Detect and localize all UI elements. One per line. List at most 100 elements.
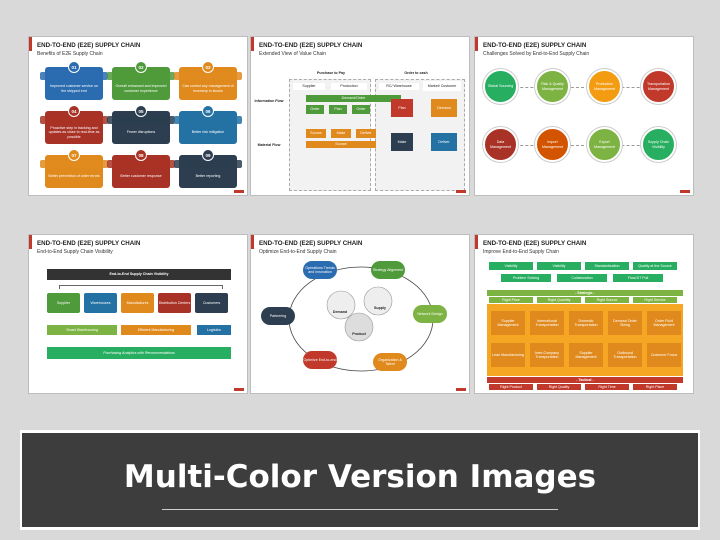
slide-title: END-TO-END (E2E) SUPPLY CHAIN <box>37 240 141 247</box>
footer-accent <box>456 388 466 391</box>
visibility-node: Warehouses <box>84 293 117 313</box>
challenge-circle: Transportation Management <box>641 69 676 104</box>
grid-cell: Domestic Transportation <box>569 311 603 335</box>
logistics-bar: Logistics <box>197 325 231 335</box>
product-label: Product <box>352 331 366 336</box>
challenge-label: Supply Chain Visibility <box>647 140 670 149</box>
principle-box: Problem Solving <box>501 274 551 282</box>
principle-box: Standardization <box>585 262 629 270</box>
strategic-item: Right Source <box>585 297 629 303</box>
visibility-node: Manufactures <box>121 293 154 313</box>
footer-accent <box>456 190 466 193</box>
make-box-2: Make <box>391 133 413 151</box>
benefit-text: Better prevention of order errors <box>48 174 100 179</box>
benefit-number: 03 <box>202 61 214 73</box>
demand-order-bar: Demand/Order <box>306 95 401 102</box>
title-accent <box>29 37 32 51</box>
banner-panel: Multi-Color Version Images <box>22 433 698 527</box>
grid-cell: Demand Order Sizing <box>608 311 642 335</box>
tactical-item: Right Quality <box>537 384 581 390</box>
benefit-text: Can control any management of inventory … <box>182 84 234 93</box>
benefit-number: 02 <box>135 61 147 73</box>
title-accent <box>251 235 254 249</box>
challenge-circle: Risk & Quality Management <box>535 69 570 104</box>
card-tab <box>40 116 108 124</box>
warehouse-header: RC/ Warehouse <box>379 83 419 90</box>
slide-title: END-TO-END (E2E) SUPPLY CHAIN <box>259 42 363 49</box>
supplier-header: Supplier <box>293 83 325 90</box>
slide-optimize[interactable]: END-TO-END (E2E) SUPPLY CHAIN Optimize E… <box>250 234 470 394</box>
benefit-number: 07 <box>68 149 80 161</box>
tactical-item: Right Place <box>633 384 677 390</box>
visibility-banner: End-to-End Supply Chain Visibility <box>47 269 231 280</box>
purchase-to-pay-label: Purchase to Pay <box>317 70 345 75</box>
grid-cell: Supplier Management <box>569 343 603 367</box>
source-box: Source <box>306 129 326 138</box>
title-accent <box>475 37 478 51</box>
challenge-circle: Supply Chain Visibility <box>641 127 676 162</box>
make-box: Make <box>331 129 351 138</box>
challenge-circle: Data Management <box>483 127 518 162</box>
slide-benefits[interactable]: END-TO-END (E2E) SUPPLY CHAIN Benefits o… <box>28 36 248 196</box>
slide-subtitle: Extended View of Value Chain <box>259 51 327 57</box>
benefit-text: Fewer disruptions <box>126 130 156 135</box>
slide-value-chain[interactable]: END-TO-END (E2E) SUPPLY CHAIN Extended V… <box>250 36 470 196</box>
grid-cell: Outbound Transportation <box>608 343 642 367</box>
benefit-text: Better reporting <box>195 174 221 179</box>
card-tab <box>107 72 175 80</box>
slide-improve[interactable]: END-TO-END (E2E) SUPPLY CHAIN Improve En… <box>474 234 694 394</box>
efficient-manufacturing-bar: Efficient Manufacturing <box>121 325 191 335</box>
footer-accent <box>680 190 690 193</box>
smart-warehousing-bar: Smart Warehousing <box>47 325 117 335</box>
deliver-box-2: Deliver <box>431 133 457 151</box>
slide-title: END-TO-END (E2E) SUPPLY CHAIN <box>37 42 141 49</box>
challenge-circle: Global Sourcing <box>483 69 518 104</box>
slide-visibility[interactable]: END-TO-END (E2E) SUPPLY CHAIN End-to-End… <box>28 234 248 394</box>
optimize-node: Strategy Alignment <box>371 261 405 279</box>
analytics-bar: Purchasing Analytics with Recommendation… <box>47 347 231 359</box>
challenge-label: Transportation Management <box>646 82 671 91</box>
benefit-text: Better risk mitigation <box>191 130 225 135</box>
version-banner: Multi-Color Version Images <box>20 430 700 530</box>
slide-subtitle: End-to-End Supply Chain Visibility <box>37 249 113 255</box>
material-flow-label: Material Flow <box>257 142 281 147</box>
optimize-node: Partnering <box>261 307 295 325</box>
slide-subtitle: Benefits of E2E Supply Chain <box>37 51 103 57</box>
deliver-box: Deliver <box>356 129 376 138</box>
card-tab <box>40 160 108 168</box>
challenge-label: Global Sourcing <box>487 84 514 89</box>
grid-cell: Supplier Management <box>491 311 525 335</box>
market-header: Market/ Customer <box>423 81 461 91</box>
benefit-number: 09 <box>202 149 214 161</box>
challenge-circle: Export Management <box>587 127 622 162</box>
strategic-item: Right Service <box>633 297 677 303</box>
plan-box-2: Plan <box>391 99 413 117</box>
banner-underline <box>162 509 558 510</box>
tactical-banner: - Tactical - <box>487 377 683 383</box>
challenge-circle: Production Management <box>587 69 622 104</box>
optimize-node: Organization & Talent <box>373 353 407 371</box>
benefit-text: Proactive step in tracking and updates a… <box>48 125 100 139</box>
order-to-cash-label: Order to cash <box>404 70 428 75</box>
source-bar: Source <box>306 141 376 148</box>
challenge-label: Export Management <box>594 140 615 149</box>
footer-accent <box>234 190 244 193</box>
card-tab <box>174 72 242 80</box>
demand-label: Demand <box>332 309 348 314</box>
connector-line-bottom <box>500 145 670 146</box>
title-accent <box>251 37 254 51</box>
plan-box: Plan <box>329 105 347 114</box>
tactical-item: Right Time <box>585 384 629 390</box>
grid-cell: Lean Manufacturing <box>491 343 525 367</box>
strategic-banner: - Strategic - <box>487 290 683 296</box>
info-flow-label: Information Flow <box>254 98 284 103</box>
slide-challenges[interactable]: END-TO-END (E2E) SUPPLY CHAIN Challenges… <box>474 36 694 196</box>
challenge-label: Data Management <box>490 140 511 149</box>
